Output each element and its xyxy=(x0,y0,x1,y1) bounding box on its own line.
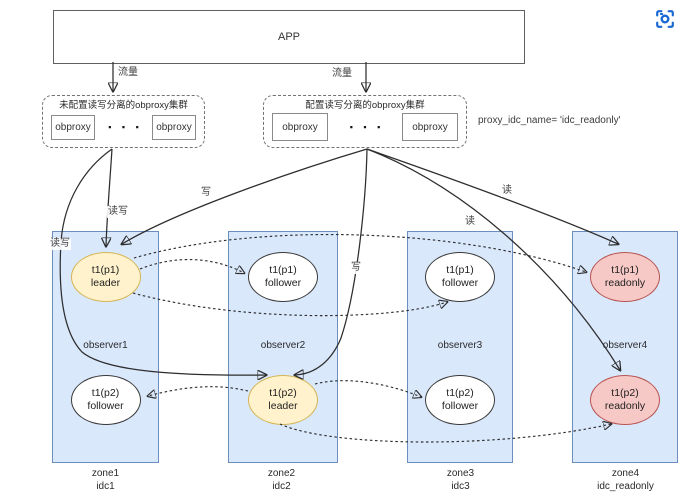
t1p2-follower-replica: t1(p2) follower xyxy=(425,375,495,425)
edge-label-read-lower: 读 xyxy=(464,216,476,228)
idc-name: idc1 xyxy=(96,481,115,492)
cluster-title: 配置读写分离的obproxy集群 xyxy=(305,100,425,111)
replica-role: follower xyxy=(87,400,124,412)
zone-2: t1(p1) follower observer2 t1(p2) leader … xyxy=(228,231,338,501)
zone-name: zone3 xyxy=(446,468,475,479)
proxy-idc-annotation: proxy_idc_name= 'idc_readonly' xyxy=(478,115,621,126)
replica-name: t1(p2) xyxy=(611,387,639,399)
zone-caption: zone4 idc_readonly xyxy=(562,467,689,493)
obproxy-node: obproxy xyxy=(51,114,95,140)
observer-label: observer1 xyxy=(83,340,128,351)
obproxy-node: obproxy xyxy=(401,113,458,141)
zone-caption: zone2 idc2 xyxy=(218,467,345,493)
cluster-row: obproxy ▪ ▪ ▪ obproxy xyxy=(272,112,458,142)
obproxy-cluster-unconfigured: 未配置读写分离的obproxy集群 obproxy ▪ ▪ ▪ obproxy xyxy=(42,95,205,148)
replica-name: t1(p1) xyxy=(611,264,639,276)
observer-label: observer2 xyxy=(260,340,306,351)
ellipsis-dots: ▪ ▪ ▪ xyxy=(108,122,143,132)
screenshot-icon[interactable] xyxy=(654,8,676,30)
idc-name: idc2 xyxy=(272,481,291,492)
t1p1-leader-replica: t1(p1) leader xyxy=(70,252,141,302)
obproxy-cluster-configured: 配置读写分离的obproxy集群 obproxy ▪ ▪ ▪ obproxy xyxy=(263,95,467,148)
zone-box: t1(p1) follower observer2 t1(p2) leader xyxy=(228,231,338,463)
app-label: APP xyxy=(277,31,300,43)
replica-name: t1(p2) xyxy=(446,387,474,399)
zone-box: t1(p1) leader observer1 t1(p2) follower xyxy=(52,231,159,463)
edge-label-read-upper: 读 xyxy=(501,185,513,197)
t1p1-follower-replica: t1(p1) follower xyxy=(248,252,318,302)
replica-name: t1(p1) xyxy=(446,264,474,276)
replica-name: t1(p2) xyxy=(91,387,120,399)
replica-role: readonly xyxy=(604,400,646,412)
t1p2-readonly-replica: t1(p2) readonly xyxy=(590,375,660,425)
replica-role: leader xyxy=(268,400,298,412)
replica-role: follower xyxy=(264,277,302,289)
zone-4: t1(p1) readonly observer4 t1(p2) readonl… xyxy=(572,231,678,501)
zone-3: t1(p1) follower observer3 t1(p2) followe… xyxy=(407,231,513,501)
replica-role: follower xyxy=(441,400,479,412)
t1p2-follower-replica: t1(p2) follower xyxy=(70,375,141,425)
arrow-write-to-t1p1-leader xyxy=(122,148,368,244)
zone-box: t1(p1) follower observer3 t1(p2) followe… xyxy=(407,231,513,463)
zone-caption: zone3 idc3 xyxy=(397,467,524,493)
replica-role: follower xyxy=(441,277,479,289)
idc-name: idc_readonly xyxy=(597,481,654,492)
arrow-read-to-t1p1-readonly xyxy=(366,148,618,244)
idc-name: idc3 xyxy=(451,481,470,492)
t1p2-leader-replica: t1(p2) leader xyxy=(248,375,318,425)
observer-label: observer3 xyxy=(437,340,483,351)
cluster-row: obproxy ▪ ▪ ▪ obproxy xyxy=(51,112,196,142)
zone-name: zone2 xyxy=(267,468,296,479)
t1p1-follower-replica: t1(p1) follower xyxy=(425,252,495,302)
zone-box: t1(p1) readonly observer4 t1(p2) readonl… xyxy=(572,231,678,463)
flow-label-left: 流量 xyxy=(117,67,139,79)
obproxy-node: obproxy xyxy=(272,113,328,141)
replica-role: readonly xyxy=(604,277,646,289)
edge-label-write-mid: 写 xyxy=(350,262,362,274)
ellipsis-dots: ▪ ▪ ▪ xyxy=(349,122,385,132)
replica-role: leader xyxy=(90,277,121,289)
flow-label-right: 流量 xyxy=(331,68,353,80)
edge-label-write-upper: 写 xyxy=(200,187,212,199)
replica-name: t1(p2) xyxy=(269,387,297,399)
zone-name: zone1 xyxy=(91,468,120,479)
obproxy-node: obproxy xyxy=(151,114,196,140)
edge-label-readwrite-outer: 读写 xyxy=(49,238,71,250)
zone-name: zone4 xyxy=(611,468,640,479)
t1p1-readonly-replica: t1(p1) readonly xyxy=(590,252,660,302)
zone-1: t1(p1) leader observer1 t1(p2) follower … xyxy=(52,231,159,501)
zone-caption: zone1 idc1 xyxy=(42,467,169,493)
cluster-title: 未配置读写分离的obproxy集群 xyxy=(59,100,188,111)
app-box: APP xyxy=(53,10,525,64)
observer-label: observer4 xyxy=(602,340,648,351)
replica-name: t1(p1) xyxy=(91,264,120,276)
replica-name: t1(p1) xyxy=(269,264,297,276)
edge-label-readwrite-inner: 读写 xyxy=(107,206,129,218)
